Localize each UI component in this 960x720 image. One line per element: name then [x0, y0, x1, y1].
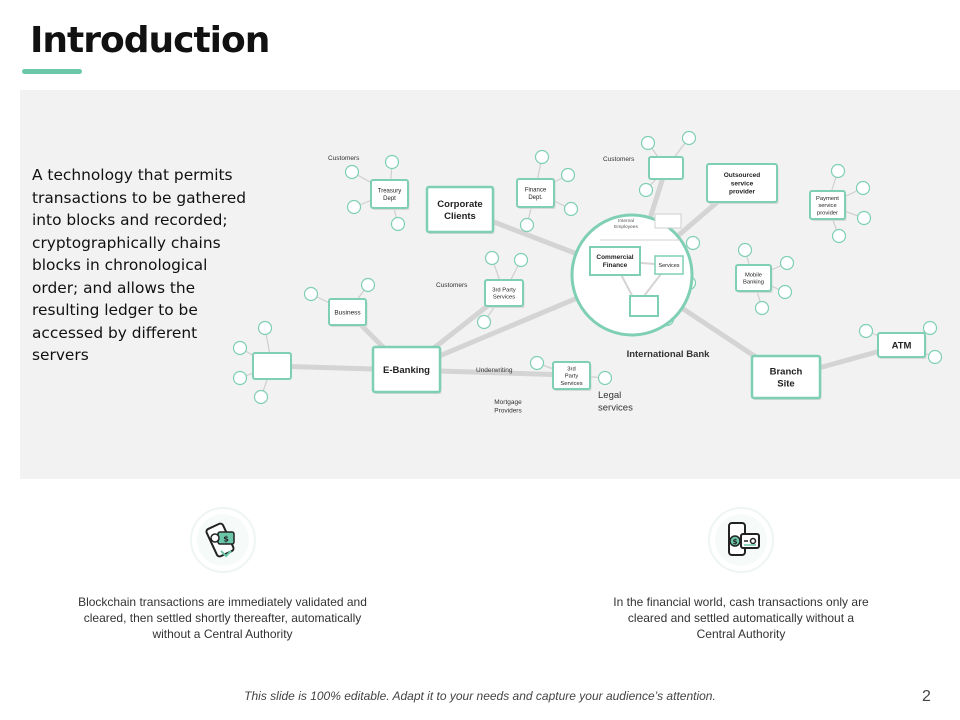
peripheral-dot — [927, 349, 943, 365]
peripheral-dot — [754, 300, 770, 316]
peripheral-dot — [681, 130, 697, 146]
peripheral-dot — [384, 154, 400, 170]
footer-note: This slide is 100% editable. Adapt it to… — [244, 689, 716, 703]
peripheral-dot — [232, 370, 248, 386]
peripheral-dot — [257, 320, 273, 336]
label-customers-1: Customers — [328, 155, 360, 162]
node-label: ATM — [892, 340, 912, 351]
peripheral-dot — [922, 320, 938, 336]
peripheral-dot — [737, 242, 753, 258]
peripheral-dot — [640, 135, 656, 151]
label-customers-2: Customers — [603, 156, 635, 163]
peripheral-dot — [360, 277, 376, 293]
peripheral-dot — [638, 182, 654, 198]
caption-right: In the financial world, cash transaction… — [613, 595, 869, 641]
peripheral-dot — [563, 201, 579, 217]
peripheral-dot — [303, 286, 319, 302]
node-empty-left — [252, 352, 292, 380]
label-underwriting: Underwriting — [476, 367, 513, 374]
page-title: Introduction — [30, 20, 270, 61]
peripheral-dot — [685, 235, 701, 251]
peripheral-dot — [390, 216, 406, 232]
node-business: Business — [328, 298, 368, 327]
peripheral-dot — [858, 323, 874, 339]
title-underline — [22, 69, 82, 74]
mobile-payment-icon: $ — [190, 507, 256, 573]
peripheral-dot — [830, 163, 846, 179]
peripheral-dot — [513, 252, 529, 268]
peripheral-dot — [529, 355, 545, 371]
peripheral-dot — [346, 199, 362, 215]
hub-small-box — [654, 213, 682, 229]
svg-text:$: $ — [733, 538, 738, 546]
node-atm: ATM — [877, 332, 927, 359]
peripheral-dot — [831, 228, 847, 244]
node-label: Business — [334, 309, 361, 316]
peripheral-dot — [232, 340, 248, 356]
peripheral-dot — [597, 370, 613, 386]
peripheral-dot — [534, 149, 550, 165]
peripheral-dot — [519, 217, 535, 233]
peripheral-dot — [779, 255, 795, 271]
commercial-finance-box — [589, 246, 641, 276]
node-e-banking: E-Banking — [371, 345, 442, 394]
peripheral-dot — [777, 284, 793, 300]
hub-label: International Bank — [627, 349, 711, 360]
peripheral-dot — [560, 167, 576, 183]
intro-text: A technology that permits transactions t… — [32, 166, 247, 364]
peripheral-dot — [344, 164, 360, 180]
peripheral-dot — [855, 180, 871, 196]
services-box — [654, 255, 684, 275]
peripheral-dot — [476, 314, 492, 330]
node-label: E-Banking — [383, 365, 430, 376]
services-label: Services — [658, 263, 679, 269]
label-customers-3: Customers — [436, 282, 468, 289]
mobile-wallet-icon: $ — [708, 507, 774, 573]
hub-empty-box — [629, 295, 659, 317]
svg-text:$: $ — [223, 535, 229, 544]
caption-left: Blockchain transactions are immediately … — [78, 595, 367, 641]
peripheral-dot — [484, 250, 500, 266]
page-number: 2 — [922, 688, 931, 705]
peripheral-dot — [253, 389, 269, 405]
peripheral-dot — [856, 210, 872, 226]
node-empty-top — [648, 156, 684, 180]
